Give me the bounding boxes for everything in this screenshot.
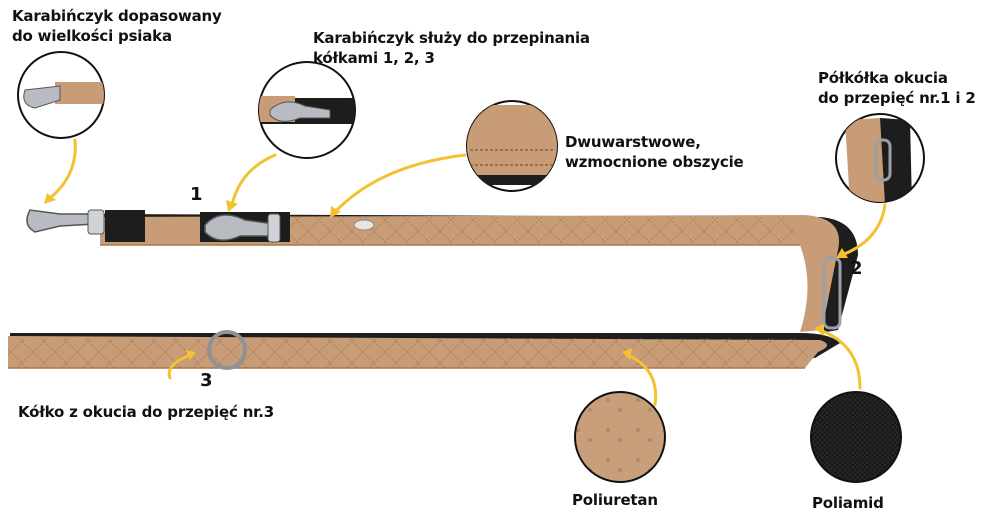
- label-o-ring: Kółko z okucia do przepięć nr.3: [18, 403, 274, 421]
- callout-arrows: [48, 138, 887, 407]
- label-snap-hook-fit: Karabińczyk dopasowany do wielkości psia…: [12, 7, 222, 45]
- marker-3: 3: [200, 370, 213, 391]
- label-polyamide: Poliamid: [812, 494, 884, 512]
- marker-1: 1: [190, 184, 203, 205]
- arrow-polyurethane: [626, 353, 658, 407]
- label-stitching: Dwuwarstwowe, wzmocnione obszycie: [565, 133, 744, 171]
- arrow-o-ring: [167, 353, 192, 380]
- arrow-polyamide: [818, 328, 862, 390]
- zoom-circle-snap-hook-middle: [258, 61, 356, 159]
- arrow-snap-hook-middle: [230, 153, 277, 207]
- zoom-circle-snap-hook: [17, 51, 105, 139]
- snap-hook-middle: [200, 212, 375, 243]
- zoom-circle-d-ring: [835, 113, 925, 203]
- o-ring: [207, 330, 247, 370]
- zoom-circle-stitching: [466, 100, 558, 192]
- upper-strap: [100, 214, 858, 333]
- zoom-circle-polyamide: [810, 391, 902, 483]
- marker-2: 2: [850, 258, 863, 279]
- arrow-snap-hook: [48, 138, 77, 200]
- snap-hook-main: [26, 209, 145, 242]
- arrow-stitching: [333, 153, 467, 214]
- d-ring: [822, 256, 842, 330]
- lower-strap: [8, 333, 840, 369]
- zoom-circle-polyurethane: [574, 391, 666, 483]
- label-polyurethane: Poliuretan: [572, 491, 658, 509]
- arrow-d-ring: [840, 203, 887, 257]
- label-snap-hook-rings: Karabińczyk służy do przepinania kółkami…: [313, 29, 590, 67]
- label-d-ring: Półkółka okucia do przepięć nr.1 i 2: [818, 69, 976, 107]
- arrow-heads: [44, 193, 848, 360]
